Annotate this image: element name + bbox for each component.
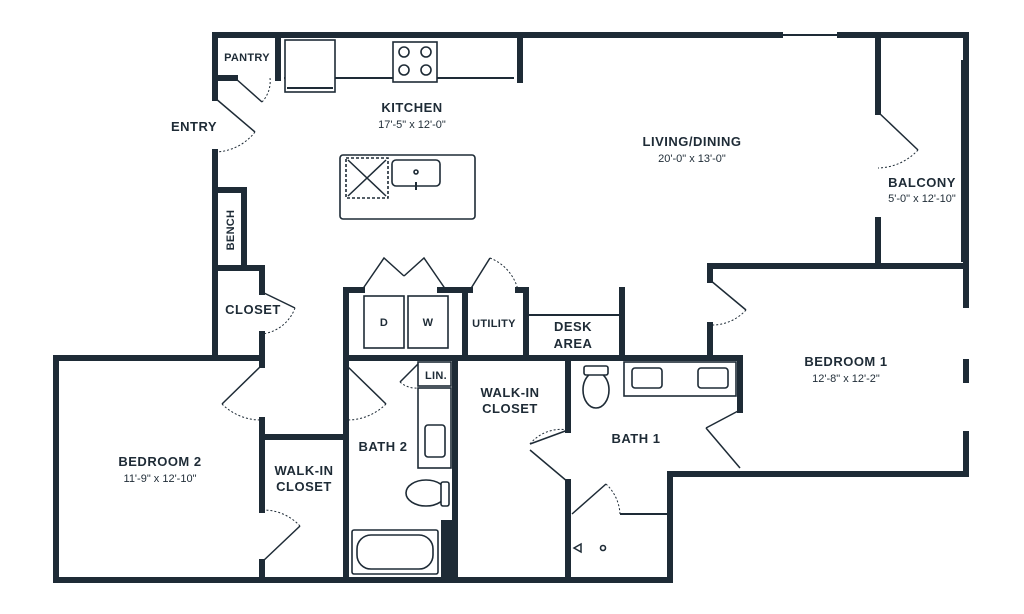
label-living: LIVING/DINING: [643, 134, 742, 149]
walls: [53, 32, 969, 583]
door-bath1-b: [529, 449, 569, 483]
bath1-sink-left: [631, 367, 663, 389]
door-walkin2-swing: [261, 509, 301, 527]
burner-3: [398, 64, 410, 76]
labels: PANTRY KITCHEN 17'-5" x 12'-0" ENTRY LIV…: [118, 52, 956, 494]
shower-drain: [599, 544, 607, 552]
wall-top-right: [837, 32, 969, 273]
bath2-toilet-tank: [440, 481, 450, 507]
door-laundry-left: [361, 256, 405, 291]
burner-2: [420, 46, 432, 58]
door-shower: [571, 483, 607, 515]
door-bath1-swing: [529, 428, 569, 445]
door-bed1-swing: [709, 309, 747, 326]
label-walkin1-line2: CLOSET: [482, 401, 538, 416]
label-bedroom1: BEDROOM 1: [804, 354, 887, 369]
doors: [214, 77, 919, 563]
island-cooktop-x2: [347, 159, 387, 197]
label-bath2: BATH 2: [359, 439, 408, 454]
door-laundry-right: [403, 256, 447, 291]
door-linen: [399, 363, 419, 383]
wall-bath1-bottom: [667, 471, 743, 583]
burner-1: [398, 46, 410, 58]
fixtures: [284, 39, 737, 575]
door-entry: [214, 97, 256, 133]
door-pantry: [234, 77, 263, 103]
door-bed2-swing: [221, 403, 263, 421]
door-utility: [469, 257, 491, 291]
label-bedroom1-dims: 12'-8" x 12'-2": [812, 373, 880, 385]
label-bedroom2-dims: 11'-9" x 12'-10": [124, 473, 197, 485]
door-linen-swing: [399, 381, 419, 389]
label-pantry: PANTRY: [224, 52, 270, 64]
door-closet-swing: [261, 307, 296, 335]
door-utility-swing: [489, 257, 519, 291]
burner-4: [420, 64, 432, 76]
bath2-toilet-bowl: [405, 479, 447, 507]
bath2-sink: [424, 424, 446, 458]
label-balcony-dims: 5'-0" x 12'-10": [888, 193, 956, 205]
bath1-sink-right: [697, 367, 729, 389]
door-shower-swing: [605, 483, 621, 515]
label-bedroom2: BEDROOM 2: [118, 454, 201, 469]
label-kitchen-dims: 17'-5" x 12'-0": [378, 119, 446, 131]
bath1-toilet-bowl: [582, 371, 610, 409]
bath2-tub-basin: [356, 534, 434, 570]
label-desk-line2: AREA: [554, 336, 593, 351]
range: [392, 41, 438, 83]
door-balcony: [877, 111, 919, 151]
door-balcony-swing: [877, 149, 919, 169]
label-closet: CLOSET: [225, 302, 281, 317]
label-entry: ENTRY: [171, 119, 217, 134]
wall-bed2-top: [53, 355, 265, 583]
bath1-toilet-tank: [583, 365, 609, 376]
label-balcony: BALCONY: [888, 175, 956, 190]
door-bath1-bed1: [705, 409, 741, 429]
shower-drain-left: [572, 542, 582, 554]
label-kitchen: KITCHEN: [381, 100, 442, 115]
label-walkin2-line1: WALK-IN: [274, 463, 333, 478]
door-entry-swing: [214, 131, 256, 153]
label-bench: BENCH: [225, 210, 237, 251]
wall-utility-right: [515, 287, 529, 361]
door-bath2: [345, 364, 387, 405]
linen-shelf: [417, 361, 452, 387]
label-desk-line1: DESK: [554, 319, 592, 334]
island-faucet: [413, 169, 419, 175]
wall-closet: [212, 265, 265, 295]
door-closet: [261, 291, 296, 309]
door-walkin2: [261, 525, 301, 563]
wall-bath2-pier: [441, 520, 457, 580]
door-bath1-bed1-b: [705, 427, 741, 469]
refrigerator: [284, 39, 336, 93]
label-bath1: BATH 1: [612, 431, 661, 446]
label-dishwasher: D: [380, 317, 388, 329]
washer-box: [407, 295, 449, 349]
door-bed1: [709, 279, 747, 311]
label-walkin2-line2: CLOSET: [276, 479, 332, 494]
label-linen: LIN.: [425, 370, 447, 382]
label-utility: UTILITY: [472, 318, 516, 330]
label-washer: W: [423, 317, 434, 329]
dishwasher-box: [363, 295, 405, 349]
label-walkin1-line1: WALK-IN: [480, 385, 539, 400]
door-bath1: [529, 429, 569, 445]
door-bed2: [221, 364, 263, 405]
door-pantry-swing: [261, 77, 271, 103]
door-bath2-swing: [345, 403, 387, 421]
label-living-dims: 20'-0" x 13'-0": [658, 153, 726, 165]
wall-bench: [212, 187, 247, 271]
